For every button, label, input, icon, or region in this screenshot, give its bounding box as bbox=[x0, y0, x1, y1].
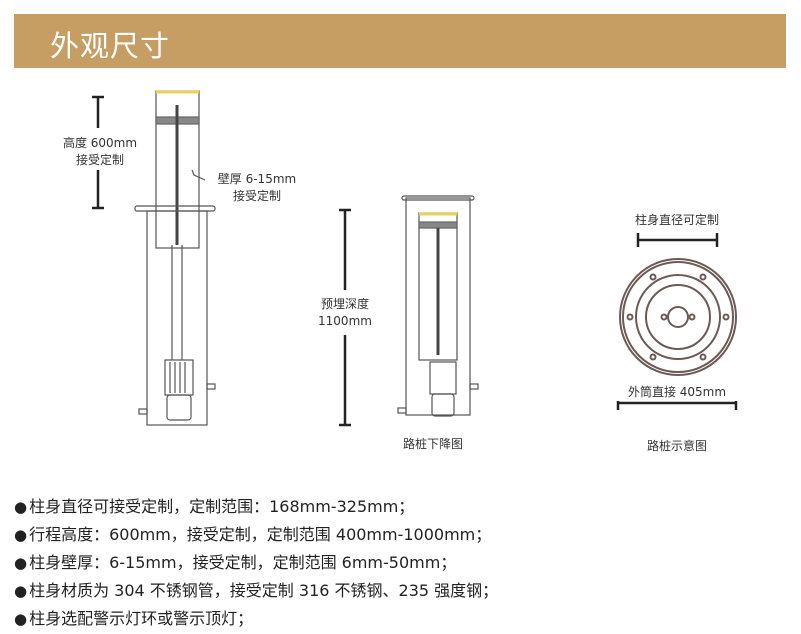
height-label: 高度 600mm 接受定制 bbox=[55, 135, 145, 169]
height-note: 接受定制 bbox=[75, 153, 124, 167]
spec-item: ●柱身选配警示灯环或警示顶灯； bbox=[14, 605, 498, 633]
lowered-caption: 路桩下降图 bbox=[402, 437, 463, 451]
raised-bollard-drawing bbox=[92, 90, 216, 426]
diameter-label: 柱身直径可定制 bbox=[634, 213, 719, 227]
spec-text: 柱身壁厚：6-15mm，接受定制，定制范围 6mm-50mm； bbox=[29, 553, 457, 572]
spec-text: 行程高度：600mm，接受定制，定制范围 400mm-1000mm； bbox=[29, 525, 492, 544]
spec-item: ●柱身壁厚：6-15mm，接受定制，定制范围 6mm-50mm； bbox=[14, 549, 498, 577]
bullet-icon: ● bbox=[14, 610, 28, 628]
height-value: 高度 600mm bbox=[62, 136, 138, 150]
depth-title: 预埋深度 bbox=[320, 297, 369, 311]
depth-dimension-bar bbox=[339, 208, 351, 427]
outer-diameter-label: 外筒直接 405mm bbox=[615, 384, 739, 401]
bullet-icon: ● bbox=[14, 554, 28, 572]
lowered-bollard-drawing bbox=[339, 195, 479, 427]
spec-list: ●柱身直径可接受定制，定制范围：168mm-325mm； ●行程高度：600mm… bbox=[14, 493, 498, 633]
depth-value: 1100mm bbox=[318, 314, 372, 328]
bullet-icon: ● bbox=[14, 498, 28, 516]
bullet-icon: ● bbox=[14, 526, 28, 544]
wall-value: 壁厚 6-15mm bbox=[217, 172, 297, 186]
spec-text: 柱身选配警示灯环或警示顶灯； bbox=[29, 609, 254, 628]
wall-leader-line bbox=[191, 169, 206, 181]
top-view-drawing bbox=[616, 233, 738, 410]
spec-item: ●行程高度：600mm，接受定制，定制范围 400mm-1000mm； bbox=[14, 521, 498, 549]
height-dimension-bar bbox=[92, 95, 104, 210]
section-title: 外观尺寸 bbox=[50, 29, 171, 63]
spec-text: 柱身直径可接受定制，定制范围：168mm-325mm； bbox=[29, 497, 415, 516]
spec-item: ●柱身材质为 304 不锈钢管，接受定制 316 不锈钢、235 强度钢； bbox=[14, 577, 498, 605]
wall-thickness-label: 壁厚 6-15mm 接受定制 bbox=[207, 171, 307, 205]
spec-item: ●柱身直径可接受定制，定制范围：168mm-325mm； bbox=[14, 493, 498, 521]
bullet-icon: ● bbox=[14, 582, 28, 600]
spec-text: 柱身材质为 304 不锈钢管，接受定制 316 不锈钢、235 强度钢； bbox=[29, 581, 499, 600]
section-banner: 外观尺寸 bbox=[14, 14, 786, 68]
depth-label: 预埋深度 1100mm bbox=[305, 296, 385, 330]
top-view-caption: 路桩示意图 bbox=[646, 439, 707, 453]
wall-note: 接受定制 bbox=[232, 189, 281, 203]
